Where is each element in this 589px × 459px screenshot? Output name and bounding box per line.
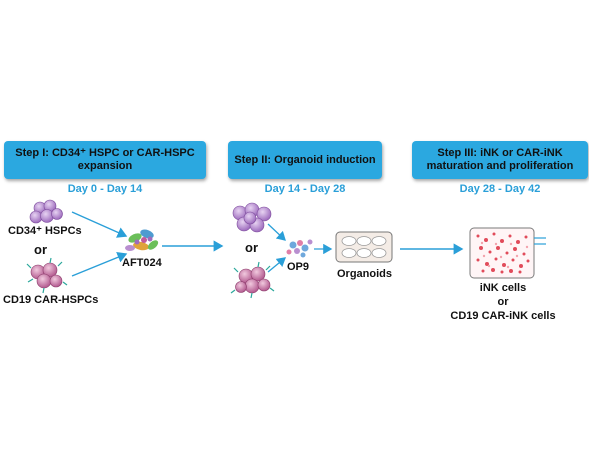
result-line-ink: iNK cells [479, 282, 527, 294]
cd34-hspcs-label: CD34⁺ HSPCs [8, 225, 82, 237]
op9-cells-icon [286, 239, 313, 258]
arrow-hspc-to-aft024 [71, 211, 128, 238]
cd19-car-hspcs-label: CD19 CAR-HSPCs [3, 294, 99, 306]
aft024-label: AFT024 [122, 257, 162, 269]
step-3-box: Step III: iNK or CAR-iNK maturation and … [412, 141, 588, 179]
step-2-days: Day 14 - Day 28 [264, 183, 346, 195]
or-label-step1: or [34, 242, 47, 257]
car-hspc-expanded-cluster-icon [230, 261, 275, 299]
step-2-title: Step II: Organoid induction [234, 153, 376, 166]
step-3-title-line2: maturation and proliferation [426, 160, 574, 172]
result-label: iNK cells or CD19 CAR-iNK cells [440, 281, 566, 323]
arrow-car-to-op9 [267, 257, 287, 273]
arrow-hspc-to-op9 [267, 223, 286, 241]
aft024-stroma-icon [125, 229, 159, 251]
step-3-title-line1: Step III: iNK or CAR-iNK [437, 147, 563, 159]
arrow-car-to-aft024 [71, 251, 128, 277]
step-1-title-line1: Step I: CD34⁺ HSPC or CAR-HSPC [15, 147, 195, 159]
step-1-title-line2: expansion [77, 160, 133, 172]
step-1-box: Step I: CD34⁺ HSPC or CAR-HSPC expansion [4, 141, 206, 179]
hspc-expanded-cluster-icon [232, 202, 272, 233]
car-hspc-cell-cluster-icon [26, 257, 68, 294]
result-line-car-ink: CD19 CAR-iNK cells [450, 310, 556, 322]
step-2-box: Step II: Organoid induction [228, 141, 382, 179]
op9-label: OP9 [287, 261, 310, 273]
step-1-days: Day 0 - Day 14 [67, 183, 143, 195]
or-label-step2: or [245, 240, 258, 255]
culture-bag-icon [469, 227, 546, 279]
step-3-days: Day 28 - Day 42 [459, 183, 541, 195]
result-line-or: or [497, 296, 509, 308]
hspc-cell-cluster-icon [29, 199, 63, 224]
organoid-plate-icon [335, 231, 393, 263]
organoids-label: Organoids [337, 268, 393, 280]
